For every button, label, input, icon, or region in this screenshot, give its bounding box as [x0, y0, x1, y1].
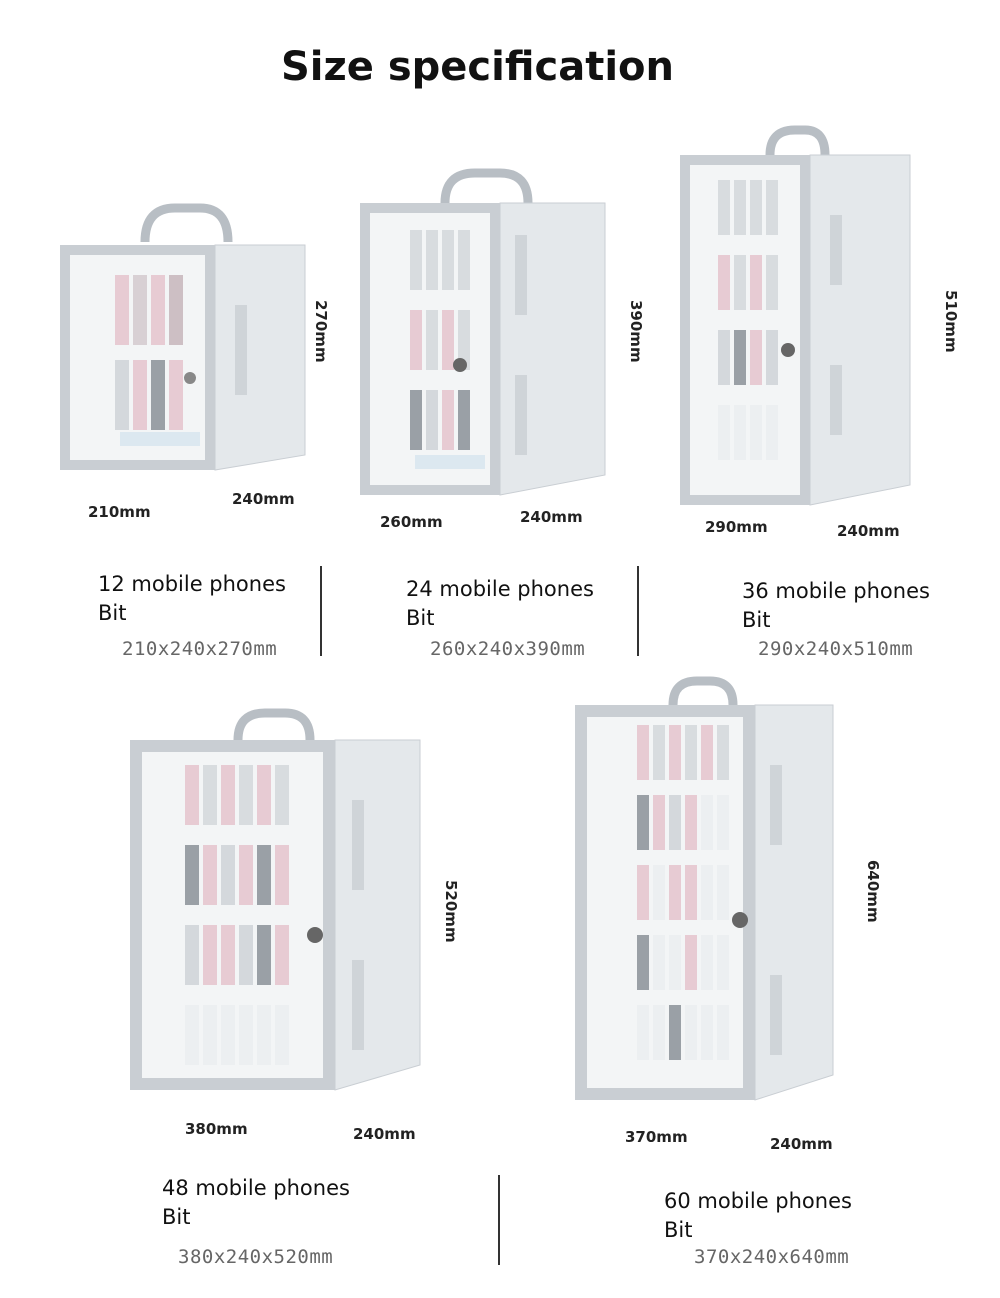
cabinet-36-image [680, 125, 920, 515]
caption-24-size: 260x240x390mm [430, 638, 586, 660]
caption-60-capacity: 60 mobile phones [664, 1189, 852, 1213]
cabinet-60-depth: 240mm [770, 1135, 833, 1153]
caption-24-capacity: 24 mobile phones [406, 577, 594, 601]
caption-12-capacity: 12 mobile phones [98, 572, 286, 596]
cabinet-48-width: 380mm [185, 1120, 248, 1138]
cabinet-36-width: 290mm [705, 518, 768, 536]
cabinet-60-height: 640mm [864, 860, 882, 923]
page-title: Size specification [281, 44, 674, 90]
caption-60-size: 370x240x640mm [694, 1246, 850, 1268]
cabinet-12-height: 270mm [312, 300, 330, 363]
cabinet-48-height: 520mm [442, 880, 460, 943]
cabinet-24-depth: 240mm [520, 508, 583, 526]
caption-24-unit: Bit [406, 606, 435, 630]
cabinet-12-image [60, 200, 320, 500]
caption-48-capacity: 48 mobile phones [162, 1176, 350, 1200]
caption-36-size: 290x240x510mm [758, 638, 914, 660]
separator [498, 1175, 500, 1265]
cabinet-36-height: 510mm [942, 290, 960, 353]
cabinet-24-height: 390mm [627, 300, 645, 363]
caption-48-unit: Bit [162, 1205, 191, 1229]
separator [637, 566, 639, 656]
cabinet-60-width: 370mm [625, 1128, 688, 1146]
caption-12-unit: Bit [98, 601, 127, 625]
cabinet-48-depth: 240mm [353, 1125, 416, 1143]
caption-60-unit: Bit [664, 1218, 693, 1242]
cabinet-12-depth: 240mm [232, 490, 295, 508]
cabinet-48-image [130, 705, 430, 1115]
caption-48-size: 380x240x520mm [178, 1246, 334, 1268]
cabinet-36-depth: 240mm [837, 522, 900, 540]
cabinet-24-width: 260mm [380, 513, 443, 531]
cabinet-12-width: 210mm [88, 503, 151, 521]
separator [320, 566, 322, 656]
caption-36-unit: Bit [742, 608, 771, 632]
cabinet-24-image [360, 165, 640, 505]
caption-12-size: 210x240x270mm [122, 638, 278, 660]
caption-36-capacity: 36 mobile phones [742, 579, 930, 603]
cabinet-60-image [575, 675, 855, 1125]
